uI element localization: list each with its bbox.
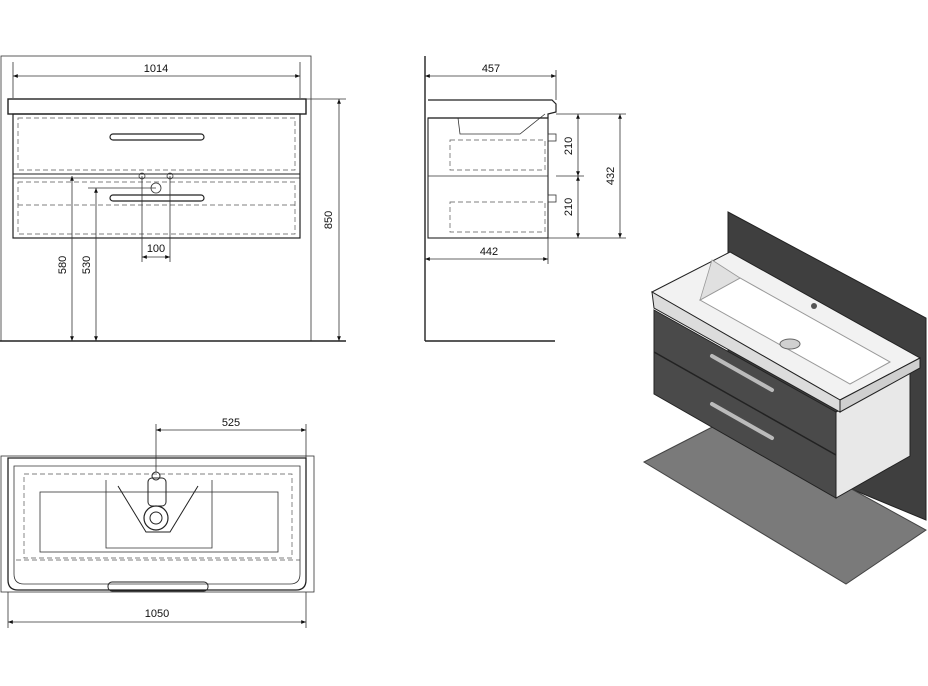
dim-580-label: 580 — [57, 256, 69, 274]
side-basin-profile — [428, 99, 557, 119]
top-wall-outline — [0, 455, 315, 593]
front-drawer2-inner — [17, 181, 296, 235]
iso-tap-hole — [811, 303, 817, 309]
top-tap-hole — [151, 471, 161, 481]
dim-1050-label: 1050 — [145, 608, 169, 620]
side-basin-bowl — [457, 113, 546, 135]
iso-handle-top — [710, 354, 774, 392]
top-drain-outer — [143, 505, 169, 531]
dim-100-label: 100 — [147, 243, 165, 255]
dim-442-label: 442 — [480, 246, 498, 258]
side-view: 457 442 210 210 432 — [424, 56, 626, 342]
top-view: 525 1050 — [0, 417, 315, 628]
front-view: 1014 850 580 530 100 — [0, 55, 346, 342]
side-handle-top — [547, 133, 557, 142]
dim-525-label: 525 — [222, 417, 240, 429]
dim-432-label: 432 — [605, 167, 617, 185]
iso-drain — [779, 338, 801, 350]
side-drawer1-inner — [449, 139, 546, 171]
isometric-render — [642, 211, 927, 585]
front-handle-top — [109, 133, 205, 141]
top-drawer-outline — [23, 473, 293, 559]
dim-457-label: 457 — [482, 63, 500, 75]
dim-530-label: 530 — [81, 256, 93, 274]
iso-floor — [642, 419, 927, 585]
dim-210b-label: 210 — [563, 198, 575, 216]
top-handle — [107, 581, 209, 592]
iso-basin-side-edge — [839, 357, 921, 413]
top-bowl-frame — [105, 480, 213, 549]
side-cabinet — [427, 117, 549, 239]
dim-850-label: 850 — [323, 211, 335, 229]
side-handle-bottom — [547, 194, 557, 203]
front-drawer1-inner — [17, 117, 296, 171]
dim-210a-label: 210 — [563, 137, 575, 155]
front-handle-bottom — [109, 194, 205, 202]
dim-1014-label: 1014 — [144, 63, 168, 75]
iso-drawer-gap — [653, 351, 837, 456]
front-cabinet — [12, 113, 301, 239]
top-drain-inner — [149, 511, 163, 525]
side-drawer2-inner — [449, 201, 546, 233]
iso-handle-bottom — [710, 402, 774, 440]
front-basin-top — [7, 98, 307, 115]
top-basin-outline — [7, 457, 307, 591]
top-drawer-inner — [39, 491, 279, 553]
top-basin-rim — [13, 465, 301, 585]
iso-bowl-slope — [699, 259, 741, 301]
top-bowl-slope — [117, 485, 199, 533]
